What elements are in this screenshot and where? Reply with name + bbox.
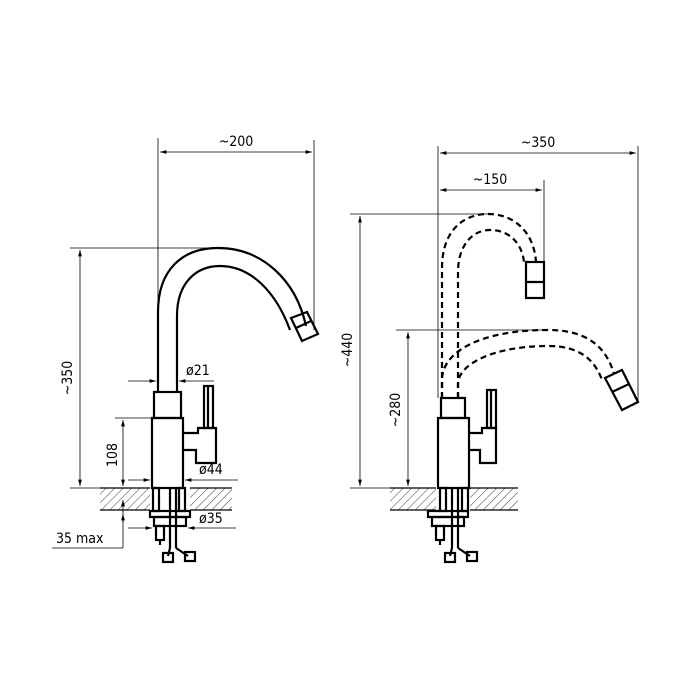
- left-mount-thickness-dimension: 35 max: [52, 500, 125, 549]
- left-body-height-dimension: 108: [105, 417, 152, 486]
- left-height-label: ~350: [60, 361, 76, 396]
- left-countertop: [100, 487, 232, 511]
- left-width-label: ~200: [219, 134, 254, 150]
- right-height-dimension: ~440: [340, 213, 488, 489]
- right-faucet: ~350 ~150 ~440 ~280: [340, 135, 640, 564]
- left-faucet: ~200 ~350 108 ø21 ø44: [52, 134, 320, 564]
- left-spout-diameter-label: ø21: [186, 363, 210, 379]
- left-height-dimension: ~350: [60, 247, 215, 489]
- left-width-dimension: ~200: [157, 134, 315, 392]
- left-mount-thickness-label: 35 max: [56, 531, 104, 547]
- right-reach-dimension: ~350: [437, 135, 639, 402]
- right-height-label: ~440: [340, 333, 356, 368]
- left-spout: [156, 246, 320, 392]
- left-faucet-body: [150, 384, 218, 490]
- right-countertop: [390, 487, 518, 511]
- left-mounting-kit: [148, 486, 197, 564]
- right-height-lowered-dimension: ~280: [388, 329, 548, 486]
- right-faucet-body: [436, 388, 498, 490]
- left-mount-diameter-dimension: ø35: [128, 511, 236, 530]
- left-mount-diameter-label: ø35: [199, 511, 223, 527]
- right-mounting-kit: [426, 486, 479, 564]
- right-spout-lowered: [440, 328, 640, 412]
- right-spout-raised: [440, 212, 546, 398]
- right-reach-raised-label: ~150: [473, 172, 508, 188]
- left-body-diameter-dimension: ø44: [128, 462, 238, 482]
- left-body-diameter-label: ø44: [199, 462, 223, 478]
- right-reach-label: ~350: [521, 135, 556, 151]
- right-height-lowered-label: ~280: [388, 393, 404, 428]
- left-spout-diameter-dimension: ø21: [128, 363, 214, 383]
- right-reach-raised-dimension: ~150: [440, 172, 545, 262]
- left-body-height-label: 108: [105, 443, 121, 467]
